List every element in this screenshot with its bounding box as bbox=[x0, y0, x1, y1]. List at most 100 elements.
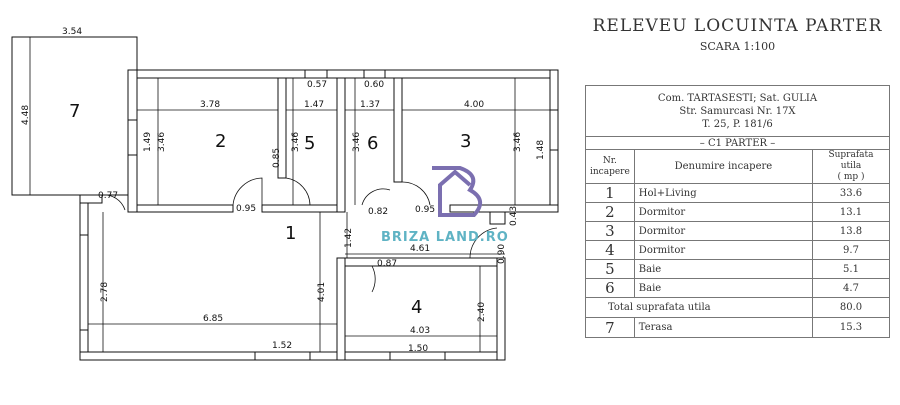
wall-pillar bbox=[489, 211, 506, 225]
room-area: 15.3 bbox=[812, 317, 890, 338]
watermark-logo-icon bbox=[432, 166, 482, 217]
header-area: Suprafata utila( mp ) bbox=[812, 149, 890, 184]
room-area: 13.8 bbox=[812, 221, 890, 241]
wall-room2-bottom bbox=[136, 204, 234, 213]
dimension: 3.46 bbox=[291, 132, 301, 152]
dimension: 1.50 bbox=[408, 344, 428, 354]
wall-5-6 bbox=[336, 77, 346, 213]
wall-room4-right bbox=[496, 257, 506, 361]
dimension: 2.78 bbox=[100, 282, 110, 302]
dimension: 4.61 bbox=[410, 244, 430, 254]
room-nr: 6 bbox=[585, 278, 635, 298]
dimension: 3.78 bbox=[200, 100, 220, 110]
plan-title: RELEVEU LOCUINTA PARTER bbox=[592, 16, 883, 36]
wall-room5-bottom bbox=[261, 204, 346, 213]
dimension: 1.52 bbox=[272, 341, 292, 351]
dimension: 0.77 bbox=[98, 191, 118, 201]
room-nr: 1 bbox=[585, 183, 635, 203]
window bbox=[79, 234, 89, 331]
door-swings bbox=[12, 36, 550, 352]
dimension: 4.00 bbox=[464, 100, 484, 110]
window bbox=[254, 351, 311, 361]
dimension: 0.85 bbox=[272, 148, 282, 168]
dimension: 4.03 bbox=[410, 326, 430, 336]
room-name: Hol+Living bbox=[633, 183, 814, 203]
header-nr: Nr.incapere bbox=[585, 149, 635, 184]
room-area: 33.6 bbox=[812, 183, 890, 203]
wall-top bbox=[127, 69, 559, 79]
dimension: 0.43 bbox=[509, 206, 519, 226]
dimension: 2.40 bbox=[477, 302, 487, 322]
wall-room4-left bbox=[336, 257, 346, 361]
window bbox=[363, 69, 386, 79]
terrace-outline bbox=[11, 36, 138, 196]
room-nr: 2 bbox=[585, 202, 635, 222]
header-text: incapere bbox=[590, 166, 630, 177]
wall-room4-top bbox=[336, 257, 506, 267]
room-name: Baie bbox=[633, 278, 814, 298]
location-cell: Com. TARTASESTI; Sat. GULIA Str. Samurca… bbox=[585, 85, 890, 137]
dimension: 6.85 bbox=[203, 314, 223, 324]
dimension: 4.48 bbox=[21, 105, 31, 125]
header-name: Denumire incapere bbox=[633, 149, 814, 184]
dimension: 4.01 bbox=[317, 282, 327, 302]
header-text: Suprafata utila bbox=[828, 150, 874, 171]
dimension: 0.82 bbox=[368, 207, 388, 217]
room-label-7: 7 bbox=[69, 101, 80, 122]
room-name: Dormitor bbox=[633, 221, 814, 241]
dimension: 0.60 bbox=[364, 80, 384, 90]
room-name: Terasa bbox=[633, 317, 814, 338]
total-area: 80.0 bbox=[812, 297, 890, 318]
window bbox=[127, 119, 138, 156]
wall-6-3 bbox=[393, 77, 403, 183]
dimension: 1.37 bbox=[360, 100, 380, 110]
window bbox=[389, 351, 446, 361]
window bbox=[549, 109, 559, 151]
dimension: 1.42 bbox=[344, 228, 354, 248]
room-area: 13.1 bbox=[812, 202, 890, 222]
room-nr: 5 bbox=[585, 259, 635, 279]
floor-plan: BRIZA LAND.RO 7 2 5 6 3 1 4 3.54 4.48 3.… bbox=[11, 27, 559, 361]
dimension: 3.46 bbox=[513, 132, 523, 152]
total-label: Total suprafata utila bbox=[585, 297, 813, 318]
location-line: Str. Samurcasi Nr. 17X bbox=[679, 105, 796, 117]
header-text: ( mp ) bbox=[837, 172, 865, 182]
watermark-text: BRIZA LAND.RO bbox=[381, 230, 509, 245]
room-area: 4.7 bbox=[812, 278, 890, 298]
room-nr: 4 bbox=[585, 240, 635, 260]
dimension: 3.54 bbox=[62, 27, 82, 37]
section-label: – C1 PARTER – bbox=[585, 136, 890, 150]
location-line: Com. TARTASESTI; Sat. GULIA bbox=[657, 92, 818, 104]
room-label-4: 4 bbox=[411, 297, 422, 318]
room-label-1: 1 bbox=[285, 223, 296, 244]
dimension: 1.47 bbox=[304, 100, 324, 110]
room-name: Dormitor bbox=[633, 202, 814, 222]
dimension: 1.48 bbox=[536, 140, 546, 160]
header-text: Nr. bbox=[602, 155, 617, 166]
dimension: 3.46 bbox=[352, 132, 362, 152]
dimension: 0.87 bbox=[377, 259, 397, 269]
room-name: Baie bbox=[633, 259, 814, 279]
wall-room3-bottom bbox=[449, 204, 559, 213]
room-label-6: 6 bbox=[367, 133, 378, 154]
dimension: 0.57 bbox=[307, 80, 327, 90]
wall-stub bbox=[79, 194, 103, 204]
room-area: 9.7 bbox=[812, 240, 890, 260]
room-nr: 3 bbox=[585, 221, 635, 241]
room-label-5: 5 bbox=[304, 133, 315, 154]
dimension: 0.95 bbox=[415, 205, 435, 215]
room-label-3: 3 bbox=[460, 131, 471, 152]
room-nr: 7 bbox=[585, 317, 635, 338]
wall-2-5 bbox=[277, 77, 287, 179]
plan-scale: SCARA 1:100 bbox=[699, 40, 776, 53]
room-name: Dormitor bbox=[633, 240, 814, 260]
room-label-2: 2 bbox=[215, 131, 226, 152]
location-line: T. 25, P. 181/6 bbox=[702, 118, 773, 130]
dimension: 0.95 bbox=[236, 204, 256, 214]
